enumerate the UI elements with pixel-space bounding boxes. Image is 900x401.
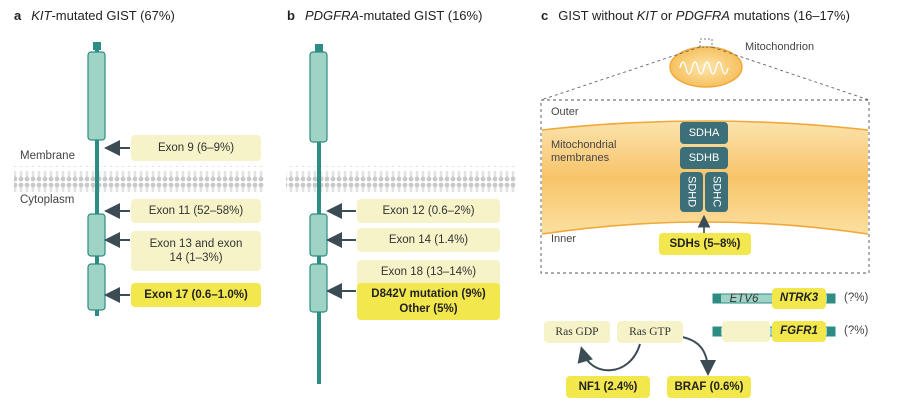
- fgfr1-partner-box: [722, 321, 770, 342]
- membrane-label: Membrane: [20, 150, 75, 162]
- cytoplasm-label: Cytoplasm: [20, 194, 75, 206]
- mito-membranes-label-1: Mitochondrial: [551, 139, 617, 151]
- ras-gtp-box: Ras GTP: [617, 321, 683, 343]
- exon-13-14-box: Exon 13 and exon 14 (1–3%): [131, 231, 261, 271]
- mitochondrion-icon: [669, 38, 743, 88]
- ntrk3-percentage: (?%): [844, 292, 869, 304]
- fgfr1-box: FGFR1: [772, 321, 826, 342]
- membrane-bilayer-a: [14, 166, 264, 192]
- sdhs-box: SDHs (5–8%): [659, 233, 751, 255]
- sdhc-subunit: SDHC: [705, 172, 728, 212]
- d842v-label: D842V mutation (9%): [371, 288, 486, 301]
- ntrk3-box: NTRK3: [772, 288, 826, 309]
- d842v-highlight-box: D842V mutation (9%) Other (5%): [357, 283, 500, 320]
- pdgfra-receptor: [309, 44, 328, 384]
- mito-membranes-label-2: membranes: [551, 152, 610, 164]
- inner-label: Inner: [551, 233, 577, 245]
- mitochondrion-label: Mitochondrion: [745, 41, 815, 53]
- exon-18-label: Exon 18 (13–14%): [380, 266, 477, 278]
- nf1-box: NF1 (2.4%): [566, 376, 650, 398]
- etv6-label: ETV6: [729, 293, 759, 305]
- exon-14-box: Exon 14 (1.4%): [357, 228, 500, 252]
- exon-9-box: Exon 9 (6–9%): [131, 135, 261, 161]
- sdhd-subunit: SDHD: [680, 172, 703, 212]
- exon-17-box: Exon 17 (0.6–1.0%): [131, 283, 261, 307]
- exon-12-box: Exon 12 (0.6–2%): [357, 199, 500, 223]
- sdhb-subunit: SDHB: [680, 147, 728, 169]
- other-label: Other (5%): [399, 302, 458, 315]
- outer-label: Outer: [551, 106, 579, 118]
- sdha-subunit: SDHA: [680, 122, 728, 144]
- ras-gdp-box: Ras GDP: [544, 321, 610, 343]
- fgfr1-percentage: (?%): [844, 325, 869, 337]
- braf-box: BRAF (0.6%): [667, 376, 751, 398]
- membrane-bilayer-b: [286, 166, 516, 192]
- exon-11-box: Exon 11 (52–58%): [131, 199, 261, 223]
